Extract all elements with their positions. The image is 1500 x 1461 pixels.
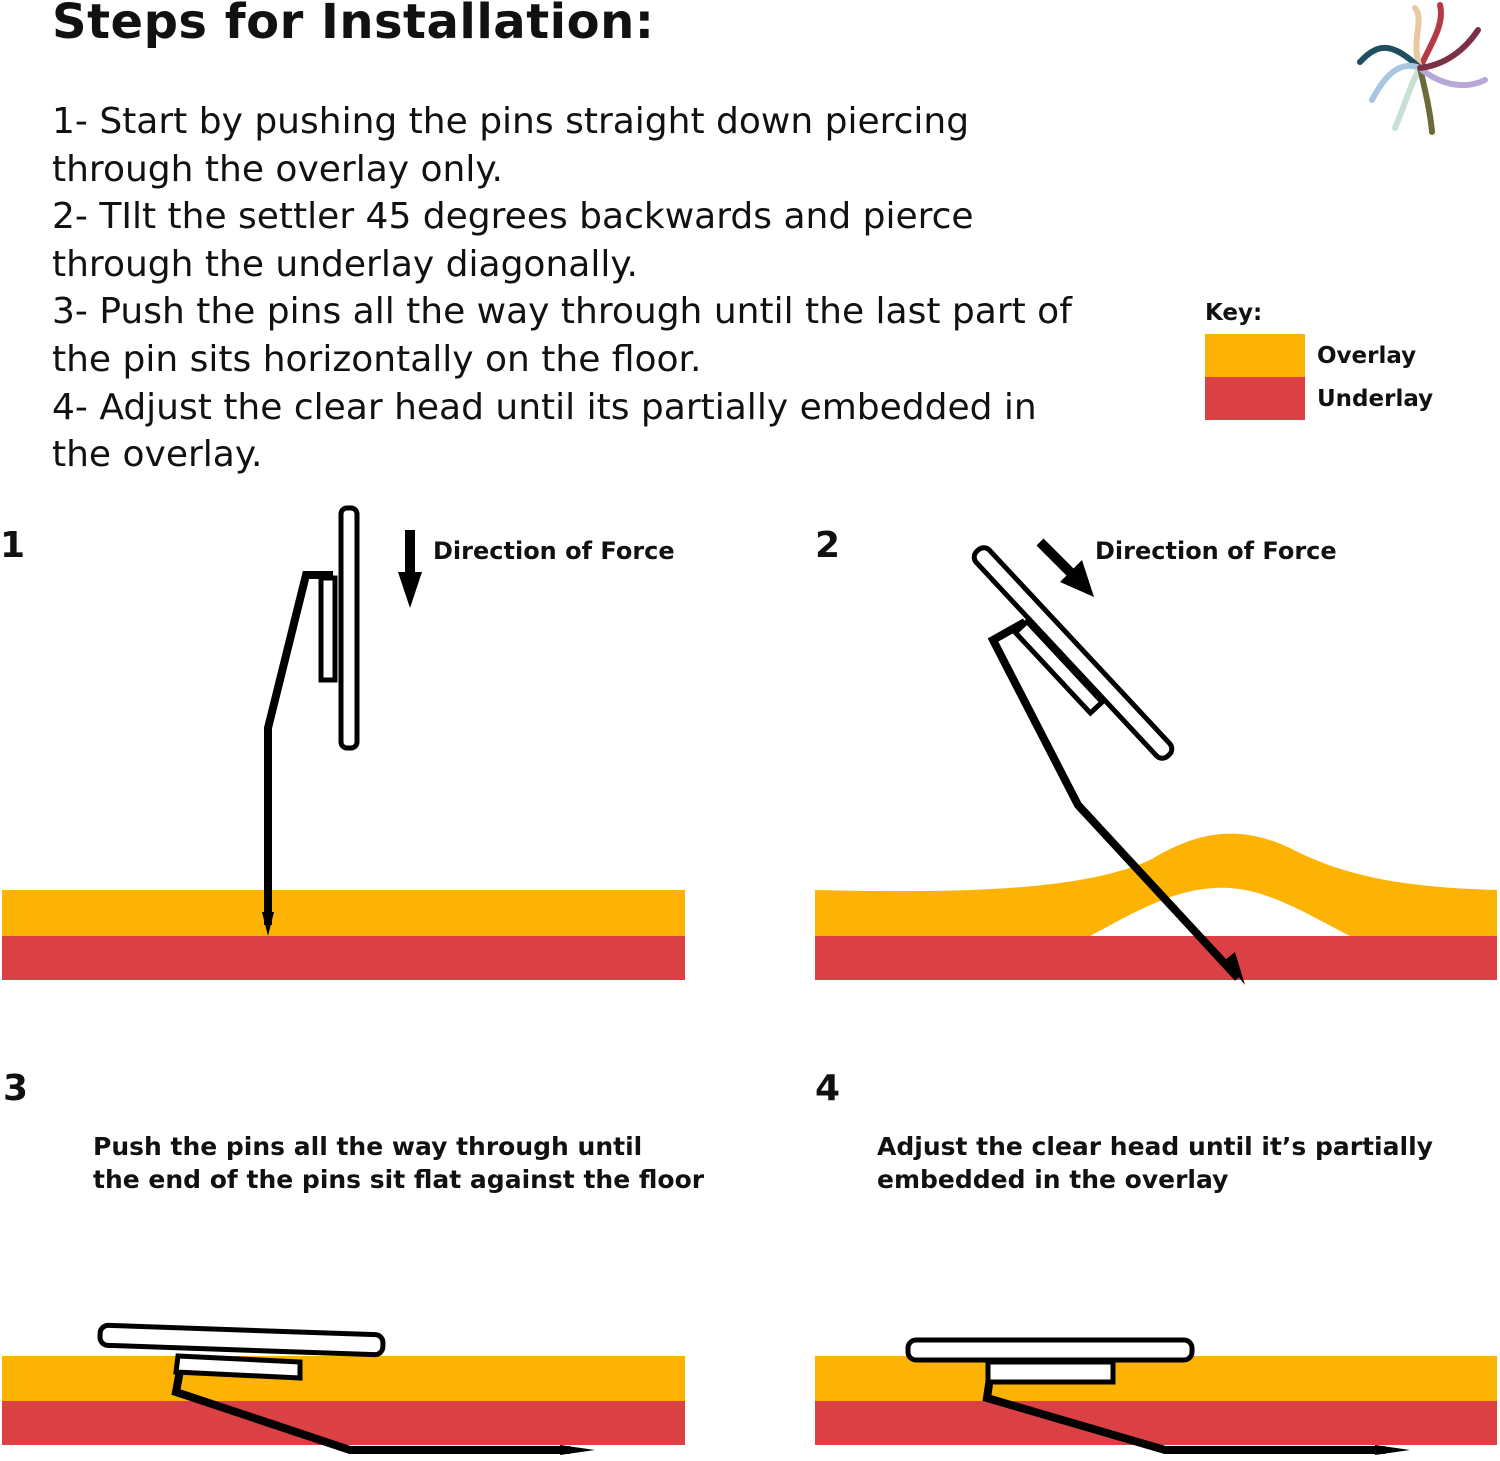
- step-line: the overlay.: [52, 434, 263, 476]
- underlay-layer: [815, 1401, 1497, 1445]
- force-label-1: Direction of Force: [433, 537, 675, 565]
- step-line: the pin sits horizontally on the floor.: [52, 338, 702, 380]
- settler-pin: [97, 1322, 595, 1455]
- settler-pin: [971, 545, 1245, 985]
- caption-line: the end of the pins sit flat against the…: [93, 1165, 705, 1194]
- key-title: Key:: [1205, 300, 1263, 326]
- overlay-swatch: [1205, 334, 1305, 377]
- step-line: through the overlay only.: [52, 148, 503, 190]
- underlay-layer: [2, 936, 685, 980]
- color-key: Key: Overlay Underlay: [1205, 300, 1433, 420]
- key-label-overlay: Overlay: [1317, 342, 1417, 369]
- step-line: 1- Start by pushing the pins straight do…: [52, 101, 970, 142]
- caption-line: embedded in the overlay: [877, 1165, 1229, 1194]
- underlay-layer: [815, 936, 1497, 980]
- overlay-layer: [2, 890, 685, 936]
- key-row-overlay: Overlay: [1205, 334, 1433, 377]
- arrow-down-icon: [398, 530, 422, 608]
- settler-pin: [905, 1337, 1410, 1455]
- step-line: 3- Push the pins all the way through unt…: [52, 291, 1072, 333]
- arrow-diagonal-icon: [1036, 538, 1094, 597]
- panel-number-1: 1: [0, 525, 26, 566]
- panel-number-2: 2: [815, 525, 841, 566]
- force-label-2: Direction of Force: [1095, 537, 1337, 565]
- key-label-underlay: Underlay: [1317, 385, 1434, 412]
- underlay-layer: [2, 1401, 685, 1445]
- step-line: 2- TIlt the settler 45 degrees backwards…: [52, 196, 974, 238]
- settler-pin: [262, 505, 360, 936]
- page-title: Steps for Installation:: [52, 0, 655, 50]
- instruction-steps: 1- Start by pushing the pins straight do…: [52, 98, 1072, 479]
- key-row-underlay: Underlay: [1205, 377, 1433, 420]
- caption-3: Push the pins all the way through until …: [93, 1130, 704, 1196]
- caption-line: Adjust the clear head until it’s partial…: [877, 1132, 1433, 1161]
- overlay-layer: [815, 1356, 1497, 1401]
- overlay-layer: [2, 1356, 685, 1401]
- swirl-logo-icon: [1357, 2, 1488, 135]
- panel-number-4: 4: [815, 1068, 841, 1109]
- step-line: 4- Adjust the clear head until its parti…: [52, 386, 1037, 428]
- caption-4: Adjust the clear head until it’s partial…: [877, 1130, 1433, 1196]
- underlay-swatch: [1205, 377, 1305, 420]
- step-line: through the underlay diagonally.: [52, 243, 638, 285]
- panel-number-3: 3: [3, 1068, 29, 1109]
- caption-line: Push the pins all the way through until: [93, 1132, 643, 1161]
